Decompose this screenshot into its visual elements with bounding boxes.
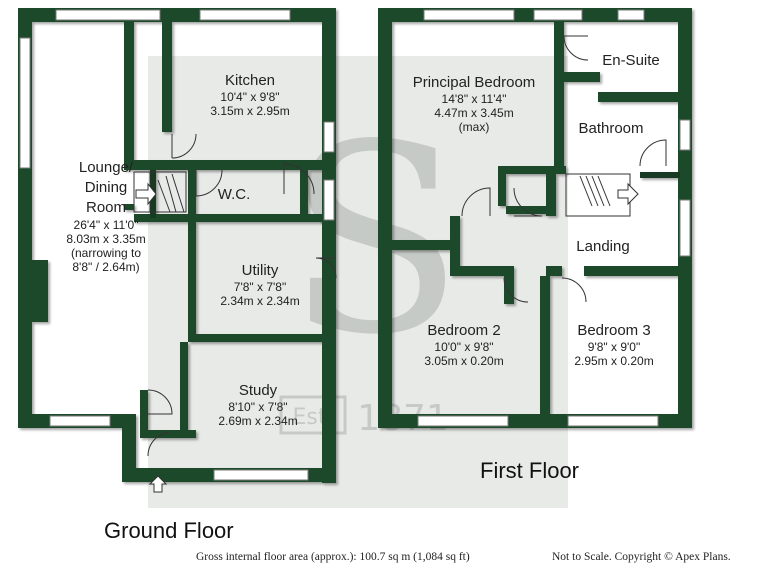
room-lounge-name-1: Lounge/ bbox=[78, 159, 134, 176]
room-utility-dim-2: 2.34m x 2.34m bbox=[220, 294, 300, 308]
room-bed3-dim-2: 2.95m x 0.20m bbox=[574, 354, 654, 368]
first-floor-doors bbox=[461, 35, 667, 303]
room-bathroom-name: Bathroom bbox=[578, 120, 644, 137]
room-ensuite-name: En-Suite bbox=[602, 52, 660, 69]
first-floor-label: First Floor bbox=[480, 458, 579, 483]
room-principal-dim-1: 14'8" x 11'4" bbox=[441, 92, 507, 106]
room-lounge-dim-4: 8'8" / 2.64m) bbox=[72, 260, 140, 274]
room-lounge-dim-2: 8.03m x 3.35m bbox=[66, 232, 146, 246]
watermark-panel bbox=[148, 56, 568, 508]
room-bed3-name: Bedroom 3 bbox=[577, 322, 651, 339]
room-bed2-dim-2: 3.05m x 0.20m bbox=[424, 354, 504, 368]
room-lounge-dim-3: (narrowing to bbox=[70, 246, 142, 260]
room-lounge-dim-1: 26'4" x 11'0" bbox=[73, 218, 139, 232]
room-bed3-dim-1: 9'8" x 9'0" bbox=[587, 340, 641, 354]
room-lounge-name-2: Dining bbox=[84, 179, 128, 196]
room-lounge: Lounge/ Dining Room 26'4" x 11'0" 8.03m … bbox=[54, 158, 158, 274]
room-ensuite: En-Suite bbox=[594, 52, 668, 69]
room-bed2-dim-1: 10'0" x 9'8" bbox=[434, 340, 494, 354]
room-bedroom-2: Bedroom 2 10'0" x 9'8" 3.05m x 0.20m bbox=[404, 322, 524, 368]
room-wc-name: W.C. bbox=[217, 186, 251, 203]
entrance-arrow-icon bbox=[148, 475, 168, 493]
room-kitchen-name: Kitchen bbox=[224, 72, 276, 89]
ground-floor-stairs bbox=[133, 171, 187, 213]
room-utility: Utility 7'8" x 7'8" 2.34m x 2.34m bbox=[200, 262, 320, 308]
room-principal-dim-3: (max) bbox=[458, 120, 490, 134]
room-study: Study 8'10" x 7'8" 2.69m x 2.34m bbox=[196, 382, 320, 428]
ground-floor-windows bbox=[19, 9, 335, 481]
room-principal-bedroom: Principal Bedroom 14'8" x 11'4" 4.47m x … bbox=[396, 74, 552, 134]
first-floor-stairs bbox=[565, 173, 639, 217]
room-lounge-name-3: Room bbox=[85, 199, 126, 216]
room-study-name: Study bbox=[238, 382, 278, 399]
first-floor-windows bbox=[417, 9, 691, 427]
room-kitchen: Kitchen 10'4" x 9'8" 3.15m x 2.95m bbox=[190, 72, 310, 118]
room-utility-name: Utility bbox=[241, 262, 279, 279]
room-utility-dim-1: 7'8" x 7'8" bbox=[233, 280, 287, 294]
room-kitchen-dim-2: 3.15m x 2.95m bbox=[210, 104, 290, 118]
room-bathroom: Bathroom bbox=[568, 120, 654, 137]
room-principal-dim-2: 4.47m x 3.45m bbox=[434, 106, 514, 120]
room-landing-name: Landing bbox=[576, 238, 630, 255]
room-landing: Landing bbox=[566, 238, 640, 255]
copyright-note: Not to Scale. Copyright © Apex Plans. bbox=[552, 551, 731, 563]
room-study-dim-1: 8'10" x 7'8" bbox=[228, 400, 288, 414]
room-bed2-name: Bedroom 2 bbox=[427, 322, 501, 339]
room-wc: W.C. bbox=[204, 186, 264, 203]
floor-area-note: Gross internal floor area (approx.): 100… bbox=[196, 551, 470, 563]
room-study-dim-2: 2.69m x 2.34m bbox=[218, 414, 298, 428]
room-bedroom-3: Bedroom 3 9'8" x 9'0" 2.95m x 0.20m bbox=[554, 322, 674, 368]
room-kitchen-dim-1: 10'4" x 9'8" bbox=[220, 90, 280, 104]
room-principal-name: Principal Bedroom bbox=[412, 74, 536, 91]
ground-floor-label: Ground Floor bbox=[104, 518, 234, 543]
ground-floor-doors bbox=[147, 133, 337, 457]
